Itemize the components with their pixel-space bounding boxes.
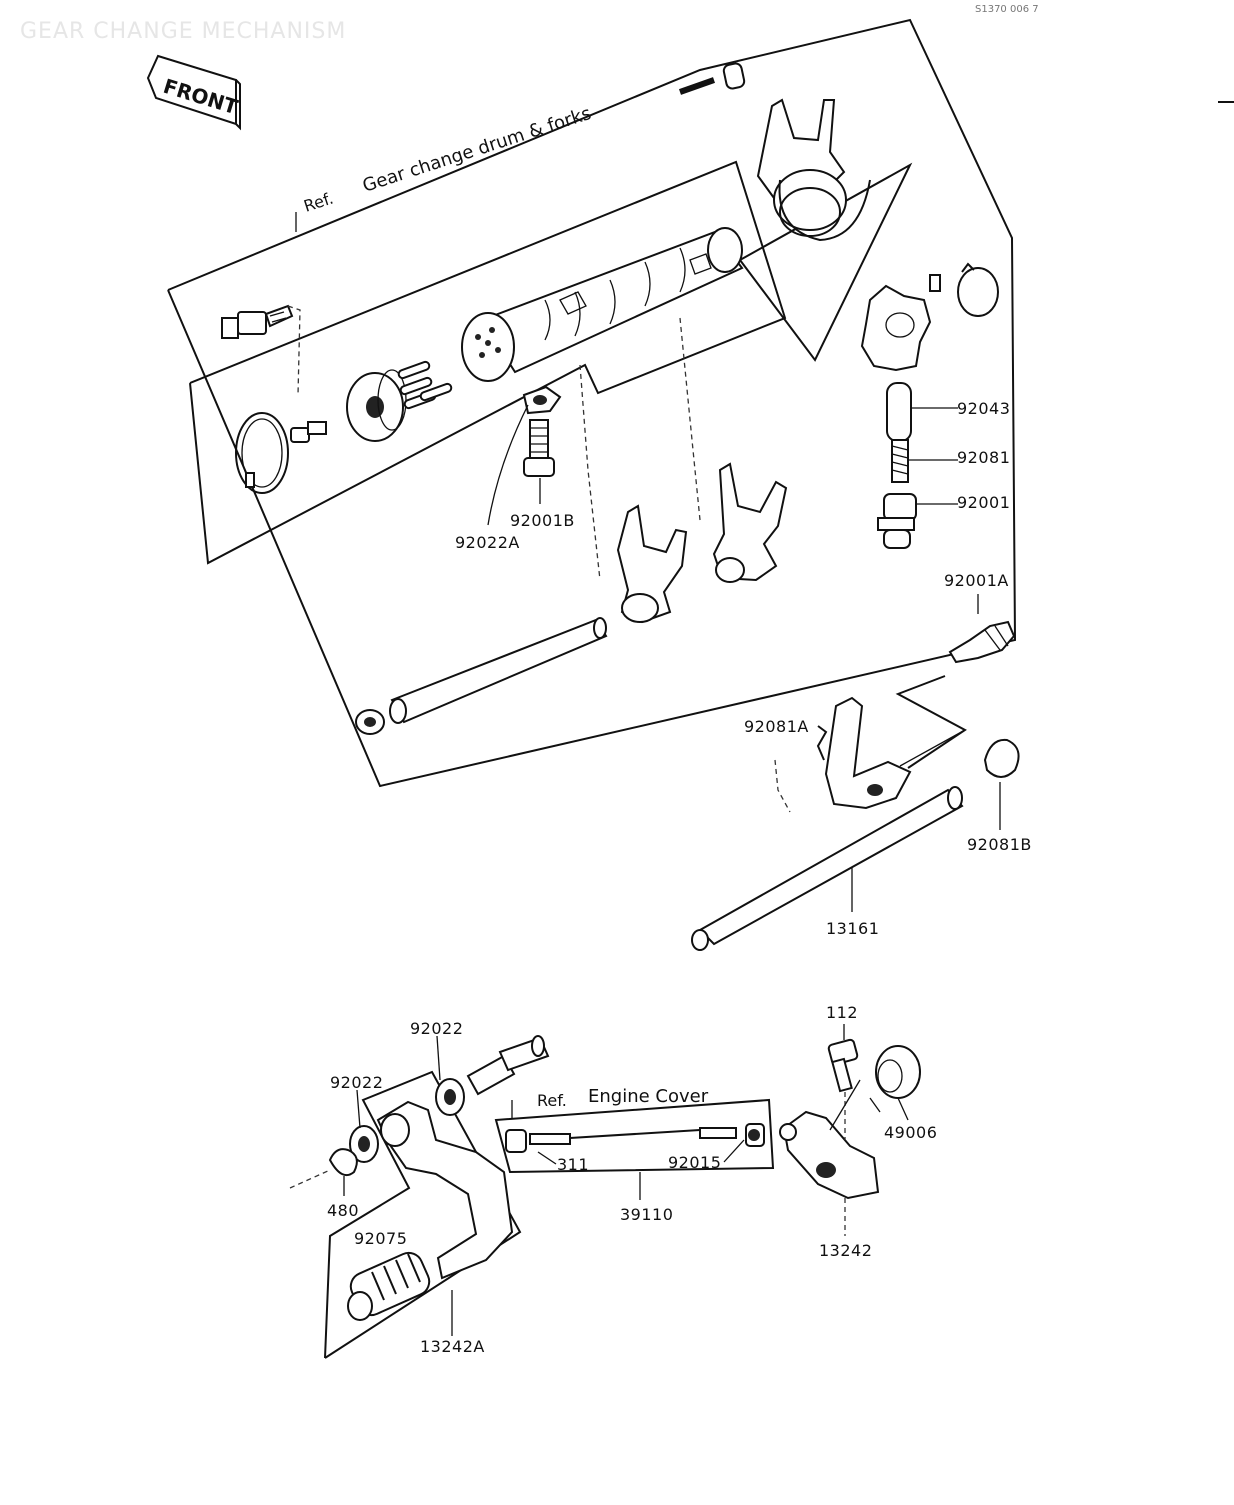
- shift-arm: [816, 696, 912, 810]
- part-92081B-clip: [983, 738, 1020, 830]
- bolt-small: [290, 421, 327, 443]
- part-13242A-pedal: [347, 1100, 514, 1336]
- engine-cover-box: [494, 1098, 775, 1174]
- part-92001-plug: [877, 493, 958, 549]
- label-13161: 13161: [826, 919, 879, 938]
- switch-dash: [287, 305, 301, 396]
- drum-dash-1: [579, 364, 601, 581]
- leader-49006: [869, 1097, 881, 1113]
- drum-assembly-box: [167, 18, 1017, 788]
- ref-drum-text: Gear change drum & forks: [360, 103, 594, 197]
- bolt-112: [827, 1024, 859, 1140]
- drum-dash-2: [679, 317, 701, 521]
- label-39110: 39110: [620, 1205, 673, 1224]
- drum-inner-box: [189, 160, 787, 565]
- part-92001B-bolt: [487, 385, 562, 526]
- label-92001A: 92001A: [944, 571, 1009, 590]
- pivot-bolt: [466, 1035, 550, 1096]
- leader-92015: [723, 1139, 745, 1163]
- circlip-480: [289, 1148, 358, 1196]
- neutral-switch: [221, 304, 294, 339]
- washer-92022-left: [349, 1089, 379, 1163]
- label-92022A: 92022A: [455, 533, 520, 552]
- part-13161-shaft: [691, 786, 964, 951]
- label-112: 112: [826, 1003, 858, 1022]
- label-92001: 92001: [957, 493, 1010, 512]
- label-92043: 92043: [957, 399, 1010, 418]
- star-plate: [860, 284, 932, 372]
- part-92081-spring: [891, 439, 958, 483]
- gear-change-drum: [461, 227, 744, 382]
- label-49006: 49006: [884, 1123, 937, 1142]
- shaft-guide-line-2: [899, 729, 966, 767]
- washer-92022-top: [435, 1035, 465, 1116]
- shaft-guide-lines: [895, 675, 967, 769]
- part-39110-tie-rod: [505, 1123, 765, 1200]
- fork-shaft: [355, 617, 608, 735]
- label-92015: 92015: [668, 1153, 721, 1172]
- label-311: 311: [557, 1155, 589, 1174]
- pin-part: [679, 62, 746, 95]
- diagram-title: GEAR CHANGE MECHANISM: [20, 19, 346, 44]
- drum-pins: [397, 360, 453, 410]
- label-480: 480: [327, 1201, 359, 1220]
- label-92081B: 92081B: [967, 835, 1032, 854]
- ref-cover-text: Engine Cover: [588, 1086, 709, 1107]
- label-92081: 92081: [957, 448, 1010, 467]
- leader-311: [537, 1151, 557, 1165]
- part-13242-lever: [779, 1110, 880, 1236]
- diagram-code: S1370 006 7: [975, 4, 1039, 15]
- label-92001B: 92001B: [510, 511, 575, 530]
- shift-fork-right: [712, 462, 788, 583]
- part-92001A-bolt: [948, 594, 1016, 664]
- arm-dash: [774, 759, 791, 813]
- label-92075: 92075: [354, 1229, 407, 1248]
- front-arrow-badge: FRONT: [146, 54, 241, 131]
- label-13242A: 13242A: [420, 1337, 485, 1356]
- part-92043-holder: [886, 382, 958, 442]
- cam-plate: [346, 369, 407, 442]
- circlip-left: [235, 412, 289, 494]
- seal-49006: [829, 1045, 921, 1131]
- shift-fork-upper: [756, 98, 871, 242]
- ref-cover-label: Ref.: [537, 1091, 567, 1110]
- label-92022-left: 92022: [330, 1073, 383, 1092]
- shift-fork-left: [616, 504, 688, 624]
- pedal-box: [324, 1070, 522, 1359]
- ref-drum-label: Ref.: [301, 189, 335, 216]
- label-92022-top: 92022: [410, 1019, 463, 1038]
- label-13242: 13242: [819, 1241, 872, 1260]
- dowel-pin: [929, 274, 941, 292]
- circlip-right: [957, 262, 999, 317]
- label-92081A: 92081A: [744, 717, 809, 736]
